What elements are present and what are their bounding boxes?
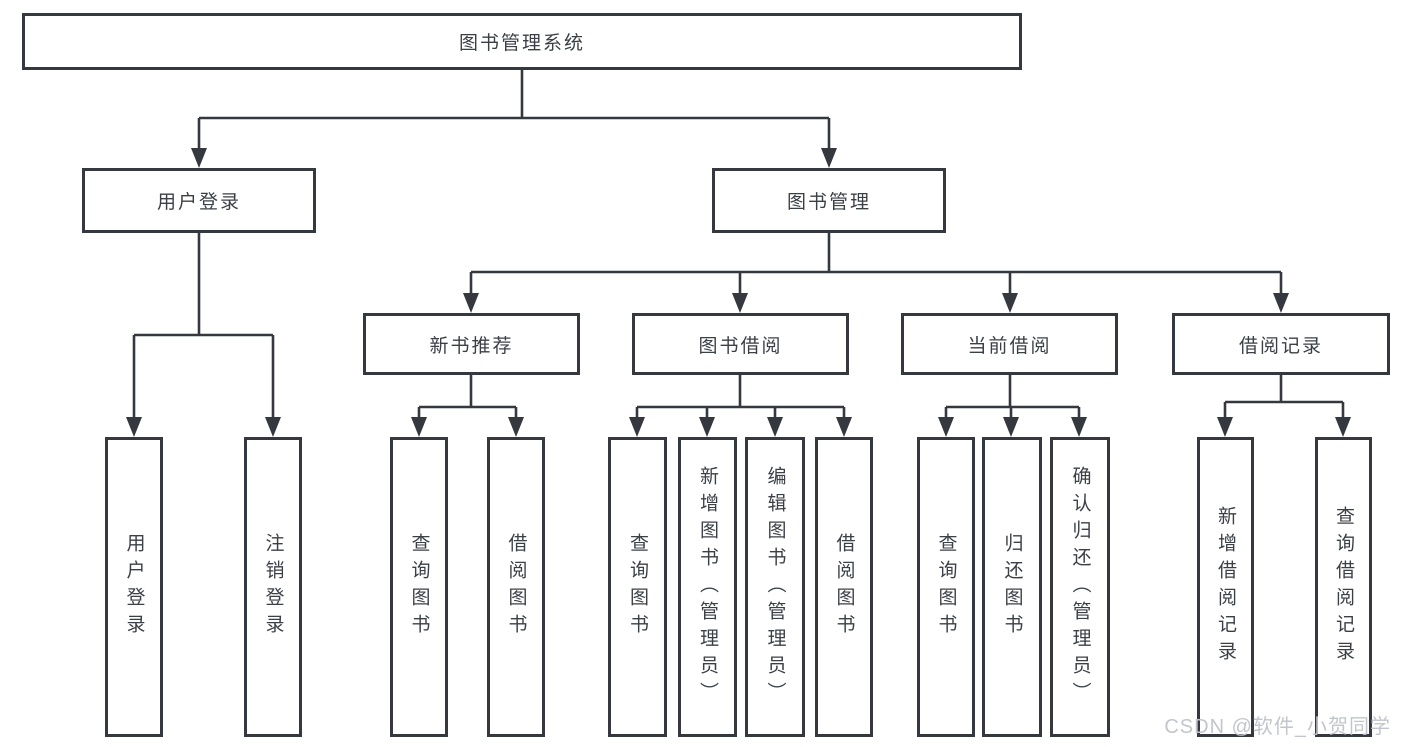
node-user-login: 用户登录: [82, 168, 316, 233]
node-borrowing-records: 借阅记录: [1172, 313, 1390, 375]
node-leaf-user-login: 用户登录: [105, 437, 163, 737]
node-book-management: 图书管理: [712, 168, 946, 233]
node-new-book-recommendation: 新书推荐: [363, 313, 580, 375]
node-leaf-confirm-return-admin: 确认归还（管理员）: [1050, 437, 1110, 737]
node-leaf-return-books: 归还图书: [982, 437, 1042, 737]
node-book-borrowing: 图书借阅: [632, 313, 849, 375]
node-leaf-edit-books-admin: 编辑图书（管理员）: [745, 437, 805, 737]
node-leaf-query-borrow-record: 查询借阅记录: [1315, 437, 1372, 737]
node-leaf-borrow-books-recommend: 借阅图书: [487, 437, 545, 737]
node-root-library-system: 图书管理系统: [22, 13, 1022, 70]
node-leaf-borrow-books: 借阅图书: [815, 437, 873, 737]
node-leaf-add-borrow-record: 新增借阅记录: [1197, 437, 1254, 737]
node-leaf-logout: 注销登录: [244, 437, 302, 737]
node-current-borrowing: 当前借阅: [901, 313, 1118, 375]
node-leaf-query-books-current: 查询图书: [917, 437, 975, 737]
watermark: CSDN @软件_小贺同学: [1164, 716, 1391, 738]
node-leaf-query-books-borrowing: 查询图书: [608, 437, 667, 737]
node-leaf-query-books-recommend: 查询图书: [390, 437, 448, 737]
node-leaf-add-books-admin: 新增图书（管理员）: [678, 437, 737, 737]
